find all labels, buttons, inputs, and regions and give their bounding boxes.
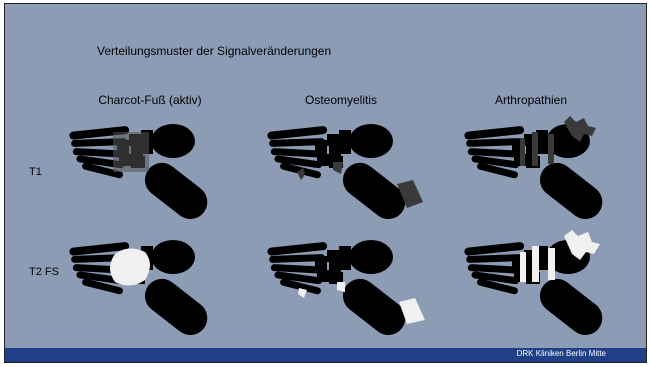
lesion-midfoot: [337, 282, 345, 292]
foot-t1-charcot: [69, 124, 214, 226]
foot-diagram-grid: .t1 .bone { fill: #ffffff; stroke: #111;…: [5, 4, 646, 362]
lesion-joint-3: [520, 252, 526, 282]
lesion-joint-2: [548, 248, 555, 280]
foot-t2-arthropathien: [464, 230, 609, 342]
lesion-diffuse: [113, 132, 149, 172]
slide: Verteilungsmuster der Signalveränderunge…: [4, 3, 647, 363]
footer-text: DRK Kliniken Berlin Mitte: [517, 349, 606, 358]
foot-t2-osteomyelitis: [267, 240, 425, 342]
lesion-joint-3: [520, 138, 525, 166]
footer-bar: DRK Kliniken Berlin Mitte: [5, 348, 646, 362]
lesion-joint-1: [532, 132, 538, 166]
foot-t1-osteomyelitis: [267, 124, 423, 226]
lesion-midfoot: [333, 162, 343, 174]
lesion-joint-2: [548, 134, 554, 164]
lesion-joint-1: [532, 246, 539, 282]
foot-t1-arthropathien: [464, 116, 609, 226]
foot-t2-charcot: [69, 240, 214, 342]
lesion-diffuse: [110, 248, 150, 285]
